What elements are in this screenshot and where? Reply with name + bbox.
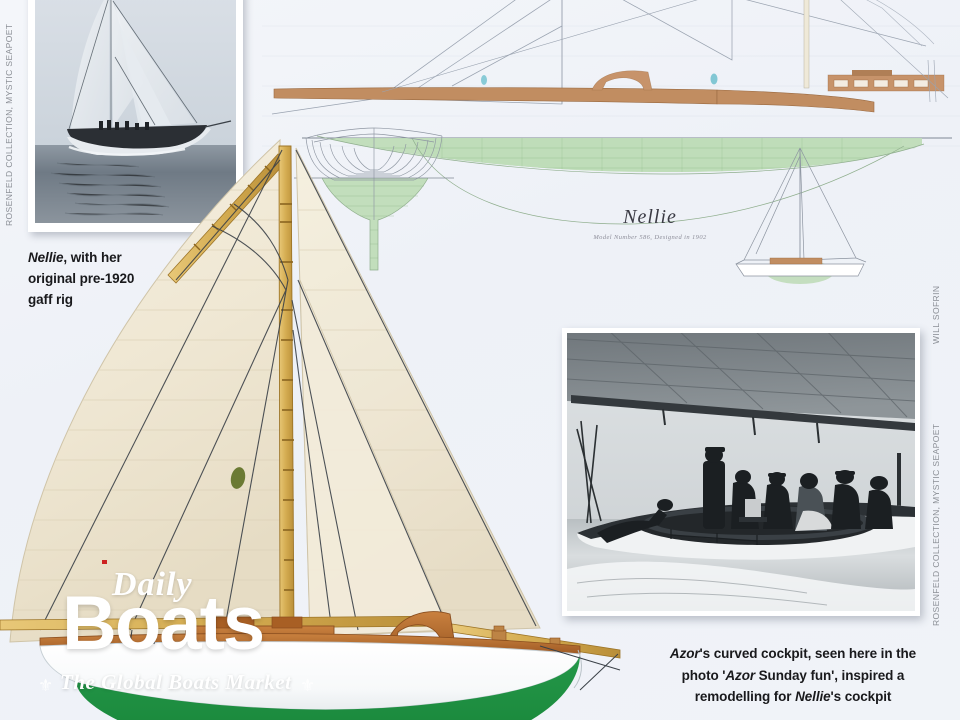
caption-nellie-line1-rest: , with her bbox=[63, 250, 122, 265]
caption-azor-photo-title: Azor bbox=[725, 667, 755, 683]
caption-azor-line2-pre: photo ' bbox=[681, 667, 726, 683]
plan-title-block: Nellie Model Number 586, Designed in 190… bbox=[560, 206, 740, 241]
azor-cockpit-photo bbox=[562, 328, 920, 616]
caption-azor-line3-pre: remodelling for bbox=[694, 689, 796, 705]
nellie-lines-plan-drawing bbox=[262, 0, 960, 296]
plan-title-name: Nellie bbox=[623, 206, 677, 228]
caption-nellie-line3: gaff rig bbox=[28, 291, 73, 307]
caption-azor-nellie-name: Nellie bbox=[795, 689, 831, 705]
plan-title-subtitle: Model Number 586, Designed in 1902 bbox=[593, 234, 707, 241]
caption-nellie-vessel-name: Nellie bbox=[28, 250, 64, 265]
caption-azor-line1-rest: 's curved cockpit, seen here in the bbox=[699, 646, 917, 661]
caption-azor-vessel-name: Azor bbox=[669, 646, 700, 661]
caption-azor-photo: Azor's curved cockpit, seen here in the … bbox=[648, 643, 938, 708]
nellie-sail-plan-illustration bbox=[0, 130, 640, 720]
nellie-under-sail-photo bbox=[28, 0, 243, 232]
caption-nellie-photo: Nellie, with her original pre-1920 gaff … bbox=[28, 248, 218, 311]
caption-nellie-line2: original pre-1920 bbox=[28, 270, 135, 286]
credit-bottom-right: ROSENFELD COLLECTION, MYSTIC SEAPOET bbox=[931, 423, 941, 626]
caption-azor-line2-rest: Sunday fun', inspired a bbox=[755, 667, 905, 683]
caption-azor-line3-rest: 's cockpit bbox=[830, 689, 892, 705]
photo-image-area bbox=[567, 333, 915, 611]
photo-image-area bbox=[35, 0, 236, 223]
